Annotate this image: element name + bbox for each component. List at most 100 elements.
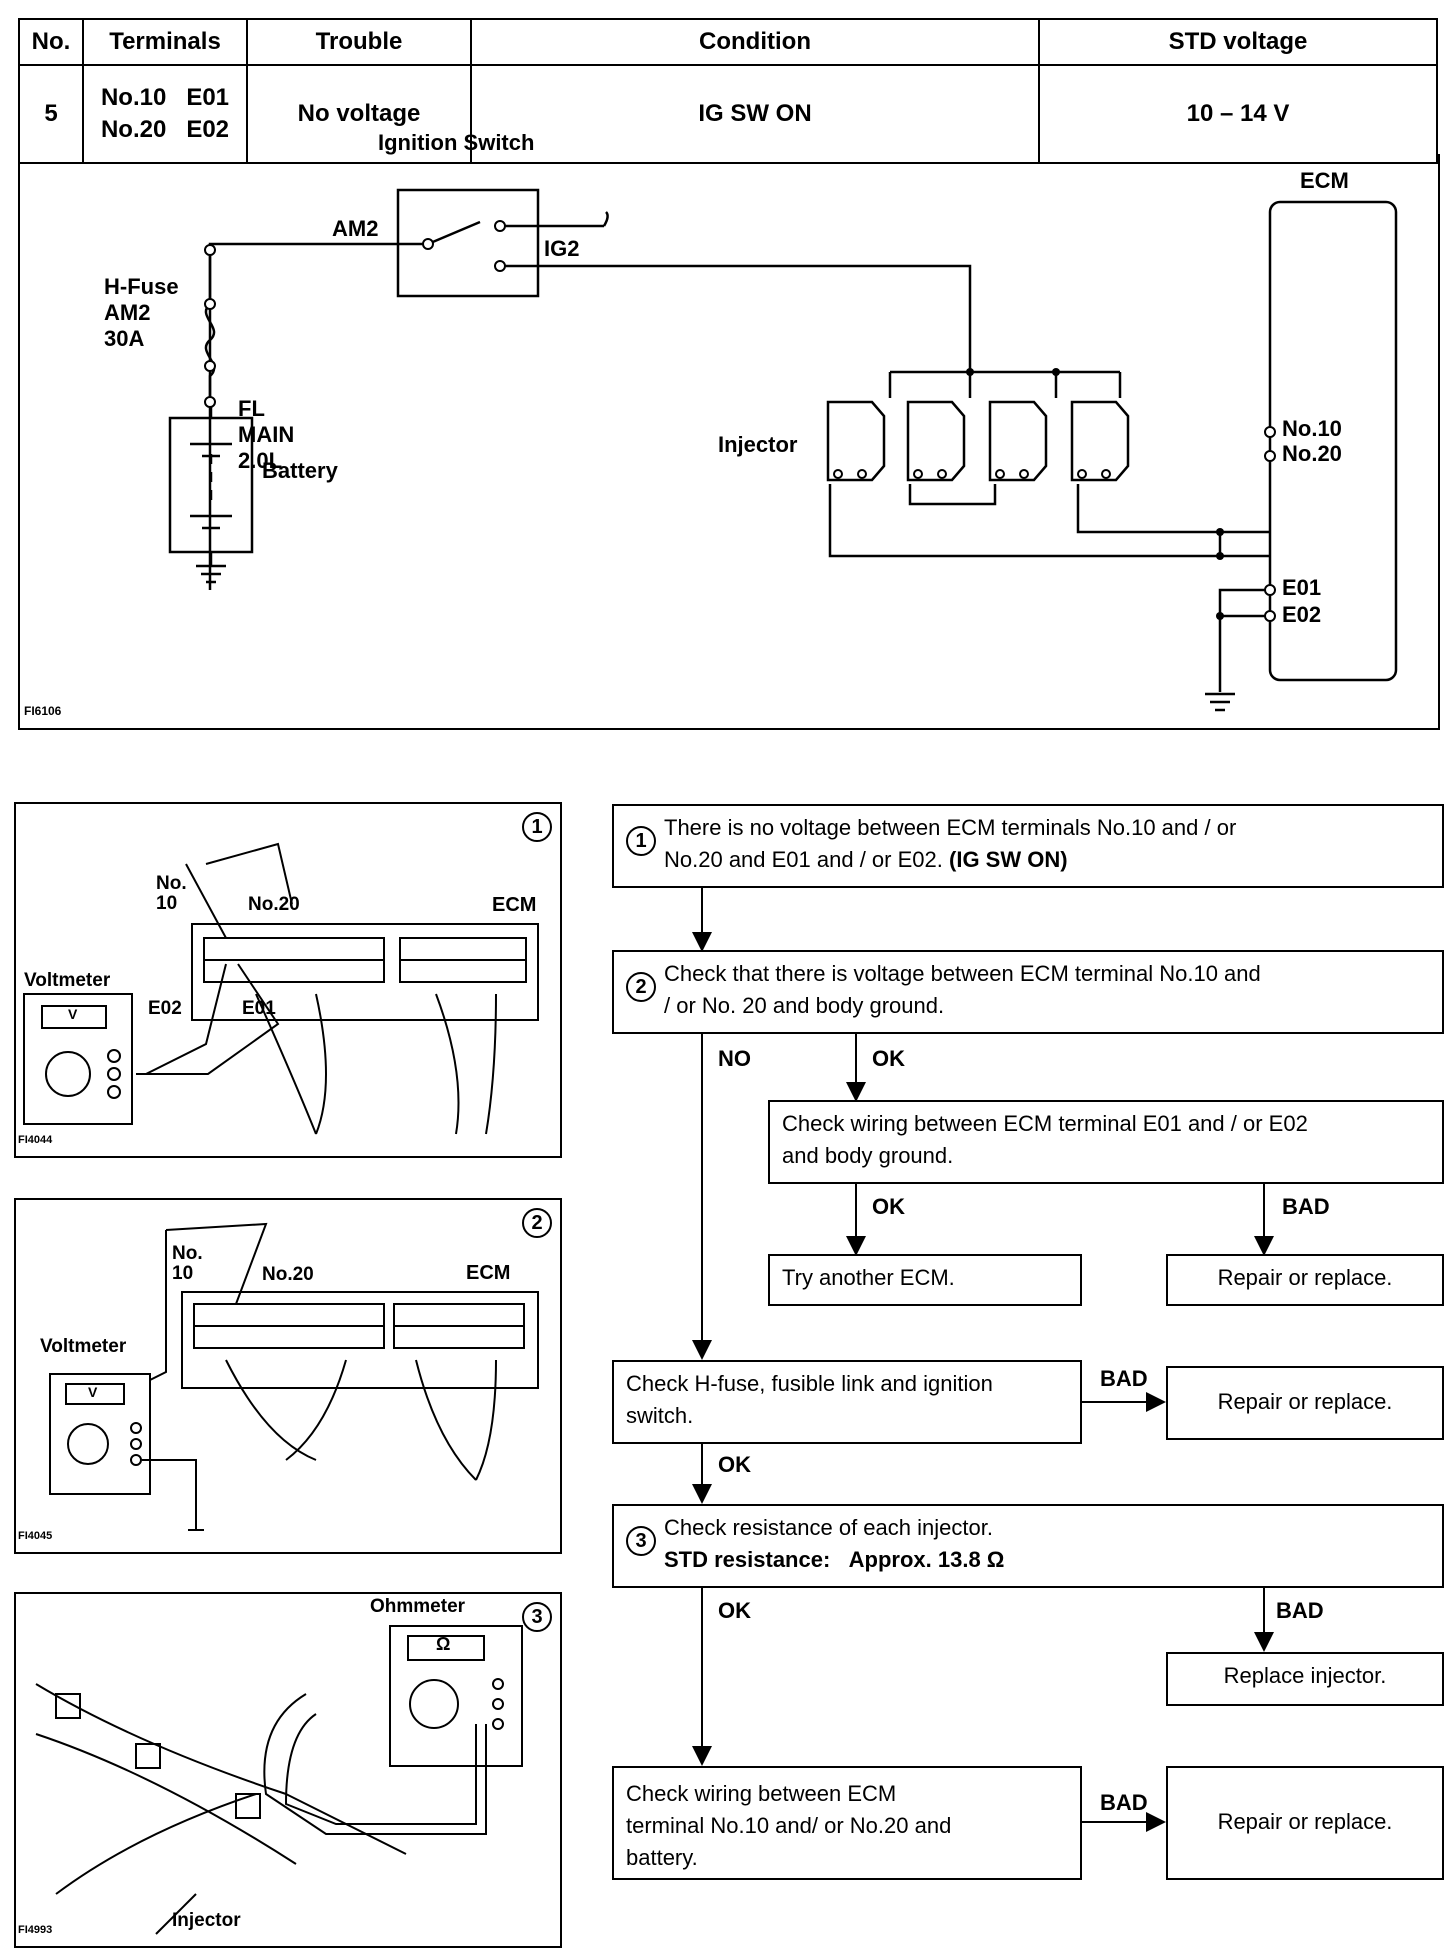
panel-2-drawing <box>49 1222 539 1531</box>
terminal-no10: No.10 <box>100 84 167 111</box>
col-terminals: Terminals <box>82 18 248 66</box>
step-3-number: 3 <box>626 1526 656 1556</box>
voltmeter-body <box>23 993 133 1125</box>
panel-3-number: 3 <box>522 1602 552 1632</box>
label-ecm: ECM <box>1300 168 1349 193</box>
p3-injector-label: Injector <box>172 1910 241 1931</box>
panel-1-drawing <box>23 842 539 1135</box>
p1-e02-label: E02 <box>148 998 182 1019</box>
ecm-connector-2 <box>181 1291 539 1389</box>
replace-injector-text: Replace injector. <box>1223 1663 1387 1688</box>
label-am2: AM2 <box>332 216 379 241</box>
p2-v-label: V <box>88 1384 98 1400</box>
step-2-number: 2 <box>626 972 656 1002</box>
hfuse-line-a: Check H-fuse, fusible link and ignition <box>626 1371 993 1396</box>
std-resistance-value: Approx. 13.8 Ω <box>848 1547 1005 1572</box>
ecm-ground-pins: E01 E02 <box>1282 574 1321 628</box>
step-1-line-a: There is no voltage between ECM terminal… <box>664 815 1237 840</box>
ecm-pin-list: No.10 No.20 <box>1282 416 1342 466</box>
fl-line-3: 2.0L <box>238 448 283 473</box>
bat-line-c: battery. <box>626 1845 698 1870</box>
check-ground-line-b: and body ground. <box>782 1143 954 1168</box>
flow-replace-injector: Replace injector. <box>1166 1652 1444 1706</box>
pin-e01: E01 <box>1282 575 1322 600</box>
spec-row: 5 No.10 E01 No.20 E02 No voltage IG SW O… <box>18 64 1438 164</box>
p2-voltmeter-label: Voltmeter <box>40 1336 127 1357</box>
panel-2: 2 No.10 No.20 ECM Voltmeter V FI4045 <box>14 1198 562 1554</box>
fig-code: FI6106 <box>24 704 62 718</box>
step-3-line-b: STD resistance: Approx. 13.8 Ω <box>626 1544 1430 1576</box>
p1-e01-label: E01 <box>242 998 276 1019</box>
p3-omega-label: Ω <box>436 1634 451 1654</box>
spec-table: No. Terminals Trouble Condition STD volt… <box>18 18 1438 164</box>
terminal-no20: No.20 <box>100 116 167 143</box>
std-resistance-label: STD resistance: <box>664 1547 831 1572</box>
p1-no20-label: No.20 <box>248 894 300 915</box>
bat-line-a: Check wiring between ECM <box>626 1781 897 1806</box>
try-ecm-text: Try another ECM. <box>782 1265 955 1290</box>
p1-no10-label: No.10 <box>156 873 187 914</box>
wiring-diagram: Ignition Switch AM2 IG2 H-Fuse AM2 30A F… <box>18 130 1440 730</box>
injector-probe-point <box>235 1793 261 1819</box>
fl-line-2: MAIN <box>238 422 295 447</box>
repair-3-text: Repair or replace. <box>1217 1809 1393 1834</box>
p3-ohmmeter-label: Ohmmeter <box>370 1596 466 1617</box>
p2-no20-label: No.20 <box>262 1264 314 1285</box>
injector-3 <box>988 400 1048 482</box>
label-ok-1: OK <box>872 1046 905 1071</box>
voltmeter-body-2 <box>49 1373 151 1495</box>
ecm-connector-1 <box>191 923 539 1021</box>
p2-code: FI4045 <box>18 1530 53 1542</box>
flow-step-2: 2 Check that there is voltage between EC… <box>612 950 1444 1034</box>
p3-code: FI4993 <box>18 1924 53 1936</box>
label-no: NO <box>718 1046 751 1071</box>
ohmmeter-body <box>389 1625 523 1767</box>
cell-trouble: No voltage <box>246 64 472 164</box>
pin-no20: No.20 <box>1282 441 1342 466</box>
label-hfuse: H-Fuse AM2 30A <box>104 274 179 352</box>
flow-repair-1: Repair or replace. <box>1166 1254 1444 1306</box>
panel-1: 1 No.10 No.20 ECM Voltmeter V E02 E01 FI… <box>14 802 562 1158</box>
col-condition: Condition <box>470 18 1040 66</box>
flow-repair-2: Repair or replace. <box>1166 1366 1444 1440</box>
label-injector: Injector <box>718 432 798 457</box>
repair-2-text: Repair or replace. <box>1217 1389 1393 1414</box>
cell-terminals: No.10 E01 No.20 E02 <box>82 64 248 164</box>
flow-try-ecm: Try another ECM. <box>768 1254 1082 1306</box>
label-bad-4: BAD <box>1100 1790 1148 1815</box>
hfuse-line-b: switch. <box>626 1403 694 1428</box>
step-1-condition: (IG SW ON) <box>949 847 1068 872</box>
step-3-line-a: Check resistance of each injector. <box>664 1515 993 1540</box>
cell-no: 5 <box>18 64 84 164</box>
label-ig2: IG2 <box>544 236 580 261</box>
flow-repair-3: Repair or replace. <box>1166 1766 1444 1880</box>
label-bad-1: BAD <box>1282 1194 1330 1219</box>
label-bad-2: BAD <box>1100 1366 1148 1391</box>
cell-condition: IG SW ON <box>470 64 1040 164</box>
terminal-line-2: No.20 E02 <box>101 114 229 146</box>
cell-std-voltage: 10 – 14 V <box>1038 64 1438 164</box>
hfuse-line-1: H-Fuse <box>104 274 179 299</box>
step-1-number: 1 <box>626 826 656 856</box>
p1-ecm-label: ECM <box>492 894 537 916</box>
panel-3: 3 Ohmmeter Ω Injector FI4993 <box>14 1592 562 1948</box>
flow-step-1: 1 There is no voltage between ECM termin… <box>612 804 1444 888</box>
bat-line-b: terminal No.10 and/ or No.20 and <box>626 1813 952 1838</box>
step-1-line-b: No.20 and E01 and / or E02. (IG SW ON) <box>664 847 1068 872</box>
pin-e02: E02 <box>1282 602 1322 627</box>
ecm-box <box>1268 200 1398 682</box>
spec-header-row: No. Terminals Trouble Condition STD volt… <box>18 18 1438 66</box>
col-trouble: Trouble <box>246 18 472 66</box>
injector-4 <box>1070 400 1130 482</box>
label-fl-main: FL MAIN 2.0L <box>238 396 294 474</box>
flow-check-ground: Check wiring between ECM terminal E01 an… <box>768 1100 1444 1184</box>
label-ok-4: OK <box>718 1598 751 1623</box>
flow-check-hfuse: Check H-fuse, fusible link and ignition … <box>612 1360 1082 1444</box>
step-2-line-a: Check that there is voltage between ECM … <box>664 961 1261 986</box>
label-battery: Battery <box>262 458 338 483</box>
panel-3-drawing <box>35 1625 523 1935</box>
wiring-svg <box>168 188 1398 712</box>
injector-2 <box>906 400 966 482</box>
flow-check-battery-wiring: Check wiring between ECM terminal No.10 … <box>612 1766 1082 1880</box>
